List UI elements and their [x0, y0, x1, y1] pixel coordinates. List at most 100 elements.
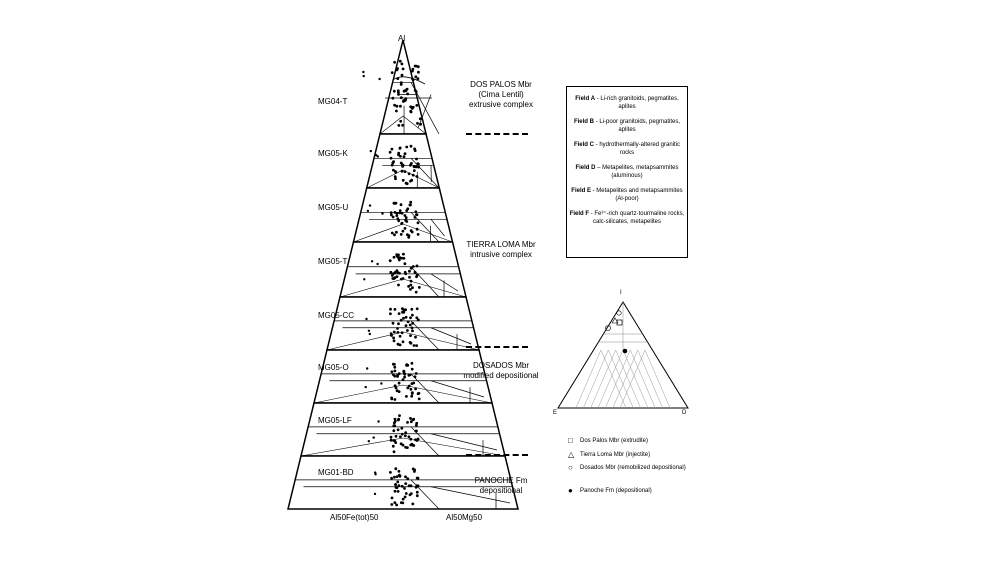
sample-data-point	[414, 485, 418, 489]
sample-data-point	[399, 161, 403, 165]
sample-label-2: MG05-U	[318, 203, 349, 212]
sample-data-point	[376, 155, 379, 158]
sample-data-point	[403, 434, 407, 438]
sample-data-point	[388, 150, 392, 154]
grid-line	[644, 349, 671, 409]
unit-dos-palos: DOS PALOS Mbr (Cima Lentil) extrusive co…	[456, 80, 546, 110]
sample-data-point	[404, 431, 408, 434]
sample-data-point	[397, 469, 401, 473]
sample-data-point	[417, 286, 421, 289]
sample-data-point	[411, 265, 415, 268]
unit-line: extrusive complex	[468, 100, 534, 109]
sample-data-point	[363, 278, 366, 281]
sample-data-point	[395, 475, 399, 478]
unit-name: PANOCHE Fm	[474, 476, 528, 485]
unit-name: TIERRA LOMA Mbr	[466, 240, 536, 249]
sample-data-point	[409, 266, 413, 270]
sample-data-point	[391, 161, 395, 165]
sample-data-point	[409, 492, 413, 495]
sample-data-point	[415, 429, 418, 433]
sample-data-point	[401, 123, 404, 127]
sample-data-point	[391, 321, 395, 325]
sample-data-point	[394, 483, 397, 486]
sample-data-point	[390, 496, 394, 500]
sample-data-point	[377, 420, 380, 423]
sample-data-point	[393, 439, 397, 443]
sample-data-point	[415, 307, 419, 311]
sample-data-point	[406, 421, 409, 424]
grid-line	[583, 349, 609, 409]
sample-data-point	[389, 307, 392, 311]
sample-data-point	[407, 373, 411, 377]
key-panoche: ●Panoche Fm (depositional)	[568, 486, 652, 495]
sample-data-point	[396, 374, 399, 377]
grid-line	[619, 349, 646, 409]
small-right-label: D	[682, 410, 687, 416]
sample-data-point	[392, 330, 396, 334]
legend-field-c: Field C - hydrothermally-altered graniti…	[573, 142, 681, 156]
sample-data-point	[416, 318, 420, 322]
sample-data-point	[390, 503, 394, 506]
sample-data-point	[400, 256, 403, 260]
sample-data-point	[398, 343, 402, 347]
sample-data-point	[408, 203, 412, 207]
apex-guide-line	[402, 437, 506, 457]
sample-data-point	[414, 75, 418, 79]
sample-data-point	[394, 386, 398, 390]
sample-data-point	[403, 487, 406, 490]
sample-data-point	[389, 312, 392, 316]
grid-line	[637, 349, 663, 409]
sample-data-point	[410, 382, 414, 385]
sample-data-point	[395, 230, 398, 234]
grid-line	[608, 349, 634, 409]
apex-guide-line	[402, 223, 453, 243]
sample-data-point	[390, 476, 393, 480]
sample-data-point	[391, 277, 395, 280]
sample-data-point	[404, 219, 407, 222]
sample-data-point	[395, 269, 399, 273]
sample-data-point	[397, 219, 401, 223]
unit-name: DOS PALOS Mbr	[470, 80, 532, 89]
sample-data-point	[368, 332, 371, 336]
sample-data-point	[367, 440, 370, 443]
sample-data-point	[415, 157, 418, 161]
sample-data-point	[403, 214, 407, 217]
sample-data-point	[404, 181, 408, 185]
sample-data-point	[396, 480, 400, 484]
apex-guide-line	[313, 384, 404, 404]
sample-data-point	[399, 119, 403, 123]
sample-data-point	[416, 392, 420, 396]
unit-line: modified depositional	[463, 371, 539, 380]
legend-field-b: Field B - Li-poor granitoids, pegmatites…	[573, 119, 681, 133]
sample-data-point	[401, 340, 405, 344]
sample-data-point	[411, 418, 415, 422]
ternary-triangle	[339, 241, 467, 298]
sample-data-point	[390, 147, 394, 151]
sample-data-point	[393, 369, 397, 373]
sample-data-point	[362, 70, 365, 74]
sample-data-point	[410, 230, 414, 234]
sample-data-point	[414, 387, 417, 391]
sample-data-point	[398, 209, 402, 213]
sample-data-point	[397, 91, 400, 94]
panoche-marker	[622, 348, 628, 354]
field-boundary	[430, 433, 498, 451]
sample-data-point	[417, 397, 421, 401]
sample-data-point	[416, 233, 420, 236]
sample-data-point	[365, 317, 368, 321]
apex-guide-line	[402, 278, 467, 298]
sample-data-point	[378, 77, 381, 81]
sample-data-point	[415, 423, 418, 427]
sample-data-point	[412, 165, 416, 169]
small-left-label: E	[553, 410, 558, 416]
sample-data-point	[411, 329, 414, 333]
sample-data-point	[410, 361, 414, 365]
key-dos-palos: □Dos Palos Mbr (extrudite)	[568, 436, 648, 445]
sample-data-point	[410, 394, 414, 398]
sample-data-point	[408, 323, 412, 327]
sample-data-point	[405, 209, 409, 213]
circle-icon: ○	[568, 463, 573, 472]
sample-data-point	[409, 387, 413, 391]
sample-data-point	[389, 211, 393, 215]
sample-data-point	[401, 497, 405, 501]
